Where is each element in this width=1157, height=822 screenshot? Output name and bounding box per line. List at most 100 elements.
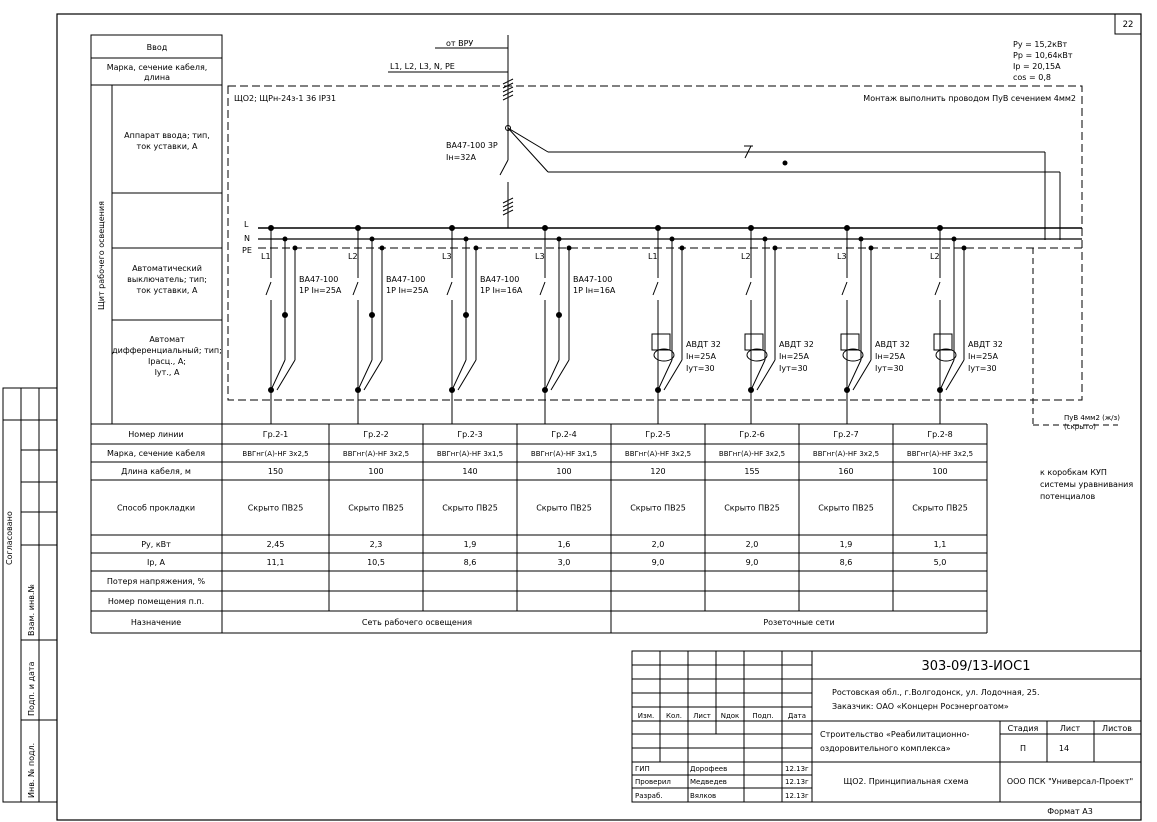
cell-ip: 9,0 (746, 558, 759, 567)
device-rating: 1Р Iн=25А (386, 286, 429, 295)
n-dot (556, 236, 562, 242)
stamp-name-2: Вялков (690, 792, 716, 800)
pe-text-2: системы уравнивания (1040, 480, 1133, 489)
n-contact-dot (556, 312, 562, 318)
pe-dot (961, 245, 967, 251)
cell-name: Гр.2-7 (833, 430, 859, 439)
circuit-group-8 (933, 225, 967, 424)
sheet-number: 22 (1123, 20, 1134, 30)
stamp-date-1: 12.13г (785, 778, 809, 786)
cell-py: 2,0 (652, 540, 665, 549)
row-label-method: Способ прокладки (117, 504, 195, 513)
pe-dot (679, 245, 685, 251)
pe-drop (1032, 248, 1118, 426)
phase-label: L2 (348, 252, 358, 261)
stamp-stage: П (1020, 744, 1026, 753)
pe-dot (473, 245, 479, 251)
rcd-toroid (935, 348, 957, 362)
cell-method: Скрыто ПВ25 (248, 504, 304, 513)
load-pp: Pр = 10,64кВт (1013, 51, 1073, 60)
left-breaker-1: Автоматический (132, 264, 202, 273)
cell-method: Скрыто ПВ25 (912, 504, 968, 513)
cell-name: Гр.2-6 (739, 430, 765, 439)
circuit-group-5 (651, 225, 685, 424)
row-label-py: Pу, кВт (141, 540, 171, 549)
stamp-list: 14 (1059, 744, 1069, 753)
purpose-sockets: Розеточные сети (763, 618, 834, 627)
left-rcbo-3: Iрасц., А; (148, 357, 186, 366)
device-type: АВДТ 32 (968, 340, 1003, 349)
circuit-group-2 (352, 225, 385, 424)
phase-label: L1 (648, 252, 658, 261)
stamp-col-4: Подп. (752, 712, 773, 720)
n-dot (858, 236, 864, 242)
side-sign-date: Подп. и дата (27, 661, 36, 716)
n-dot (762, 236, 768, 242)
title-block-lines (631, 650, 1142, 803)
out-dot (355, 387, 361, 393)
cell-method: Скрыто ПВ25 (724, 504, 780, 513)
left-input-device-1: Аппарат ввода; тип, (124, 131, 210, 140)
cell-method: Скрыто ПВ25 (818, 504, 874, 513)
breaker-contact (652, 281, 659, 296)
cell-py: 2,3 (370, 540, 383, 549)
cell-name: Гр.2-5 (645, 430, 671, 439)
n-contact-dot (463, 312, 469, 318)
breaker-contact (446, 281, 453, 296)
cell-ip: 8,6 (464, 558, 477, 567)
stamp-col-3: Nдок (721, 712, 740, 720)
cell-length: 100 (368, 467, 383, 476)
rcd-box (840, 333, 860, 351)
out-pe (756, 359, 776, 391)
stamp-project-1: Строительство «Реабилитационно- (820, 730, 969, 739)
left-input-label: Ввод (147, 43, 168, 52)
cell-length: 100 (556, 467, 571, 476)
pe-hidden: (скрыто) (1064, 423, 1096, 431)
load-cos: cos = 0,8 (1013, 73, 1051, 82)
left-breaker-2: выключатель; тип; (127, 275, 207, 284)
rcd-box (933, 333, 953, 351)
phase-label: L3 (442, 252, 452, 261)
device-type: АВДТ 32 (779, 340, 814, 349)
stamp-sheet-title: ЩО2. Принципиальная схема (843, 777, 968, 786)
stamp-name-0: Дорофеев (690, 765, 727, 773)
cell-ip: 9,0 (652, 558, 665, 567)
stamp-name-1: Медведев (690, 778, 727, 786)
left-rcbo-1: Автомат (149, 335, 185, 344)
left-rcbo-4: Iут., А (155, 368, 180, 377)
cell-ip: 10,5 (367, 558, 385, 567)
main-breaker-type: ВА47-100 3Р (446, 141, 498, 150)
n-dot (369, 236, 375, 242)
stamp-role-1: Проверил (635, 778, 671, 786)
sheet-number-box (1114, 13, 1142, 35)
n-dot (463, 236, 469, 242)
cell-name: Гр.2-4 (551, 430, 577, 439)
stamp-company: ООО ПСК "Универсал-Проект" (1007, 777, 1133, 786)
breaker-contact (745, 281, 752, 296)
main-breaker-rating: Iн=32А (446, 153, 476, 162)
out-pe (852, 359, 872, 391)
stamp-code: 303-09/13-ИОС1 (922, 659, 1031, 674)
group-table (90, 423, 988, 634)
stamp-role-2: Разраб. (635, 792, 663, 800)
load-ip: Iр = 20,15А (1013, 62, 1061, 71)
circuit-group-4 (539, 225, 572, 424)
out-pe (276, 359, 296, 391)
out-dot (844, 387, 850, 393)
out-dot (449, 387, 455, 393)
pe-dot (772, 245, 778, 251)
row-label-length: Длина кабеля, м (121, 467, 191, 476)
rcd-box (651, 333, 671, 351)
circuit-group-3 (446, 225, 479, 424)
stamp-address: Ростовская обл., г.Волгодонск, ул. Лодоч… (832, 688, 1040, 697)
stamp-list-h: Лист (1060, 724, 1081, 733)
cell-ip: 11,1 (267, 558, 285, 567)
out-pe (945, 359, 965, 391)
row-label-line: Номер линии (128, 430, 183, 439)
phase-label: L2 (930, 252, 940, 261)
breaker-contact (934, 281, 941, 296)
device-rating: Iн=25А (779, 352, 809, 361)
out-pe (363, 359, 383, 391)
